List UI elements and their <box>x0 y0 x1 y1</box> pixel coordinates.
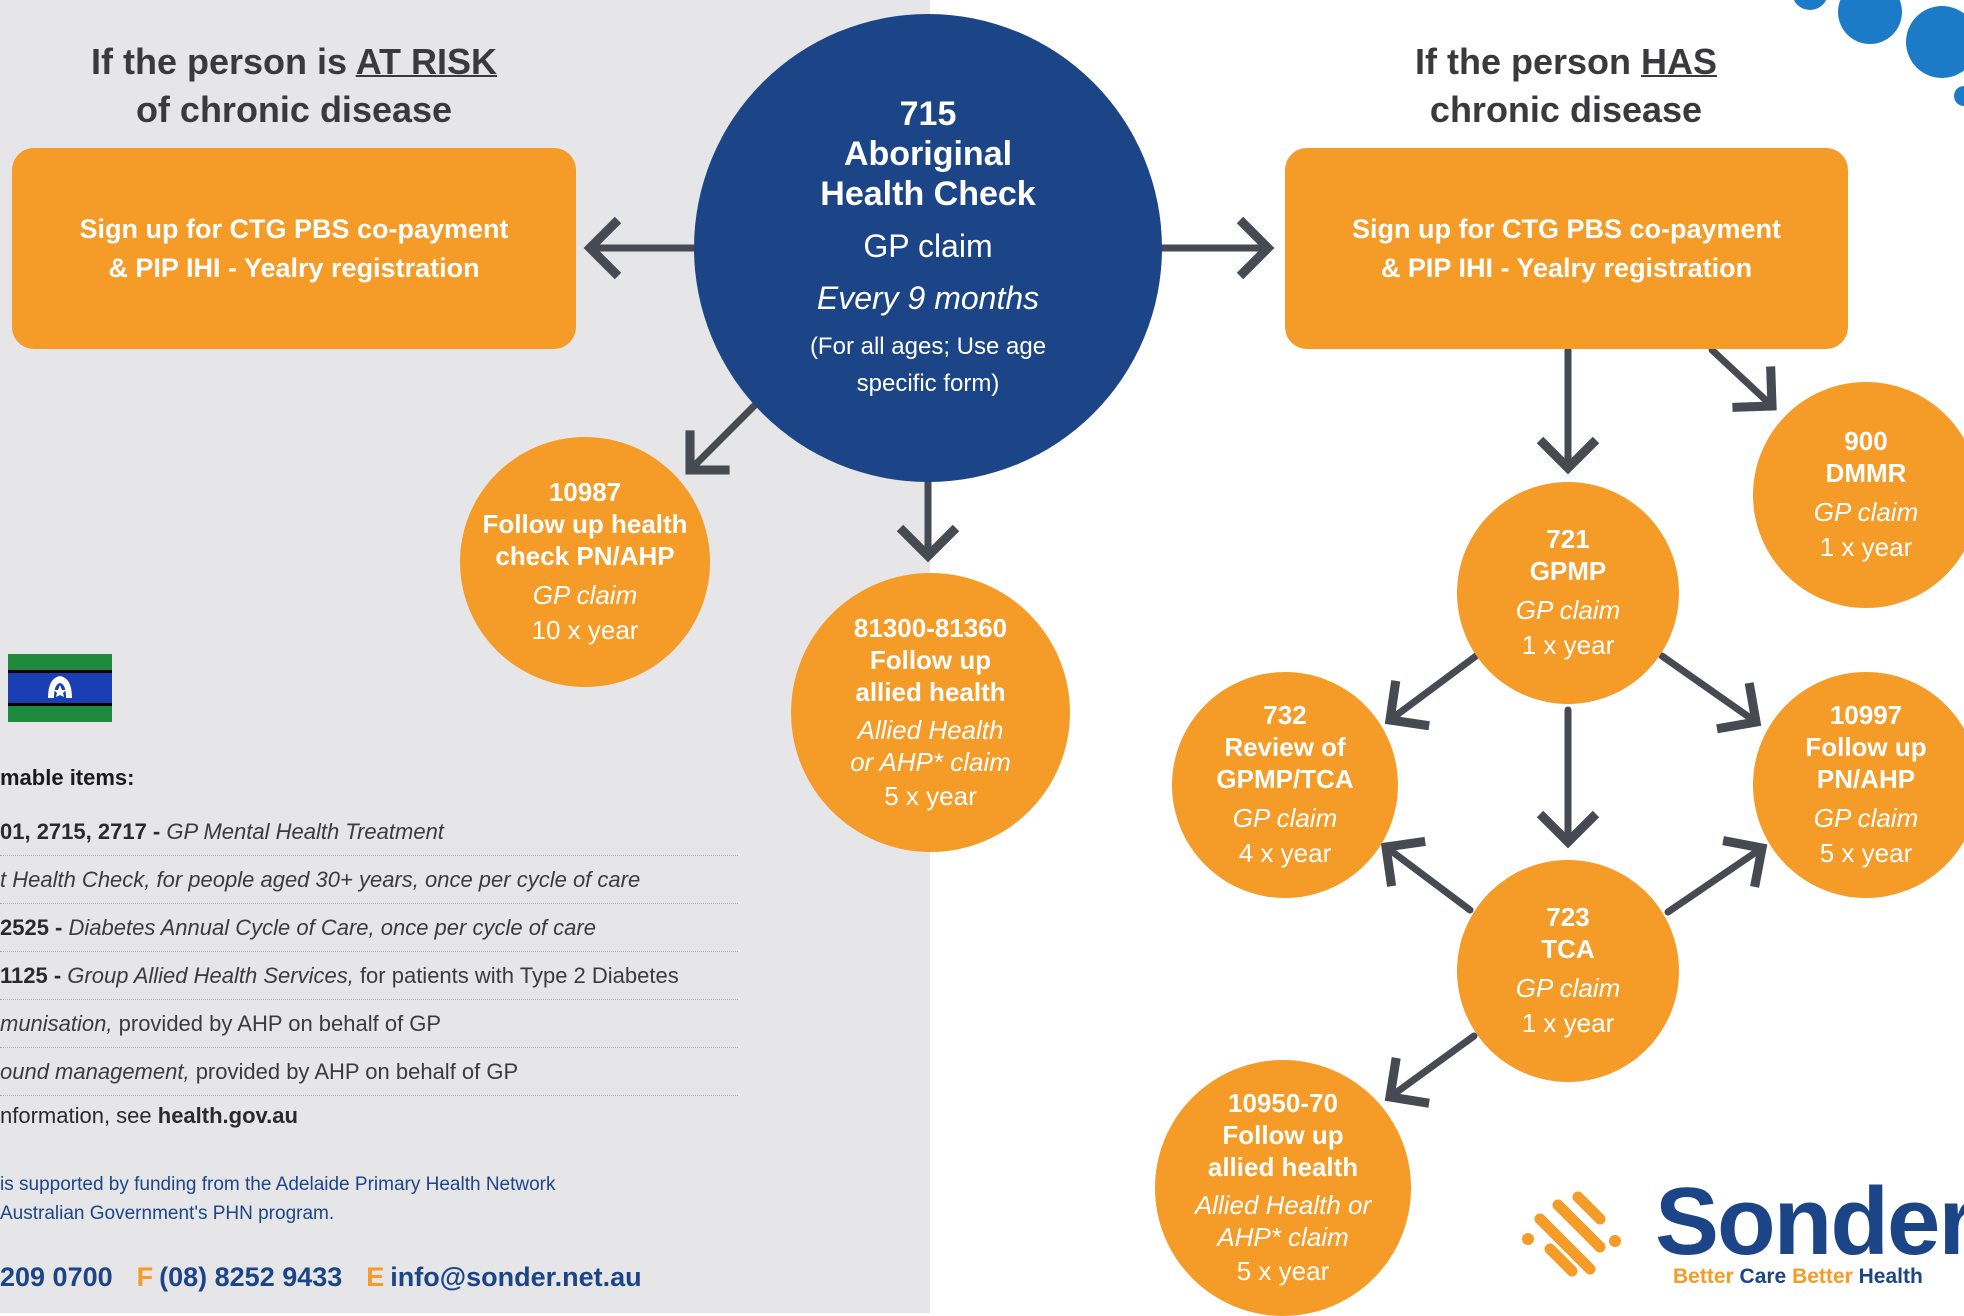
dmmr-900-circle: 900 DMMR GP claim 1 x year <box>1753 382 1964 608</box>
arrow-to-732 <box>1384 652 1480 731</box>
sonder-mark-icon <box>1522 1191 1621 1277</box>
at-risk-heading: If the person is AT RISK of chronic dise… <box>90 41 498 130</box>
health-check-715-circle: 715 Aboriginal Health Check GP claim Eve… <box>694 14 1162 482</box>
health-gov-link[interactable]: health.gov.au <box>157 1103 298 1128</box>
sonder-logo: Sonder Better Care Better Health <box>1520 1168 1964 1295</box>
phone-number[interactable]: 209 0700 <box>0 1262 113 1292</box>
more-info-text: nformation, see health.gov.au <box>0 1103 298 1128</box>
item-row: 1125 - Group Allied Health Services, for… <box>0 952 738 1000</box>
review-732-circle: 732 Review of GPMP/TCA GP claim 4 x year <box>1172 672 1398 898</box>
item-row: 01, 2715, 2717 - GP Mental Health Treatm… <box>0 808 738 856</box>
arrow-723-to-732 <box>1380 836 1474 914</box>
torres-strait-flag-icon <box>8 654 112 722</box>
sonder-tagline: Better Care Better Health <box>1673 1265 1923 1288</box>
followup-10987-circle: 10987 Follow up health check PN/AHP GP c… <box>460 437 710 687</box>
ctg-signup-box-left: Sign up for CTG PBS co-payment & PIP IHI… <box>12 148 576 349</box>
fax-number: (08) 8252 9433 <box>159 1262 343 1292</box>
ctg-signup-box-right: Sign up for CTG PBS co-payment & PIP IHI… <box>1285 148 1848 349</box>
has-chronic-heading: If the person HAS chronic disease <box>1414 41 1718 130</box>
arrow-to-10950 <box>1384 1032 1478 1108</box>
item-row: munisation, provided by AHP on behalf of… <box>0 1000 738 1048</box>
item-row: ound management, provided by AHP on beha… <box>0 1048 738 1096</box>
claimable-items-title: mable items: <box>0 765 135 790</box>
allied-health-81300-circle: 81300-81360 Follow up allied health Alli… <box>791 573 1070 852</box>
arrow-to-900 <box>1708 346 1777 412</box>
item-row: 2525 - Diabetes Annual Cycle of Care, on… <box>0 904 738 952</box>
tca-723-circle: 723 TCA GP claim 1 x year <box>1457 860 1679 1082</box>
arrow-to-10987 <box>685 401 759 475</box>
item-row: t Health Check, for people aged 30+ year… <box>0 856 738 904</box>
followup-10997-circle: 10997 Follow up PN/AHP GP claim 5 x year <box>1753 672 1964 898</box>
allied-health-10950-circle: 10950-70 Follow up allied health Allied … <box>1155 1060 1411 1316</box>
email-link[interactable]: info@sonder.net.au <box>390 1262 642 1292</box>
arrow-723-to-10997 <box>1664 836 1768 916</box>
funding-note: is supported by funding from the Adelaid… <box>0 1174 556 1224</box>
gpmp-721-circle: 721 GPMP GP claim 1 x year <box>1457 482 1679 704</box>
arrow-to-10997 <box>1658 652 1762 734</box>
